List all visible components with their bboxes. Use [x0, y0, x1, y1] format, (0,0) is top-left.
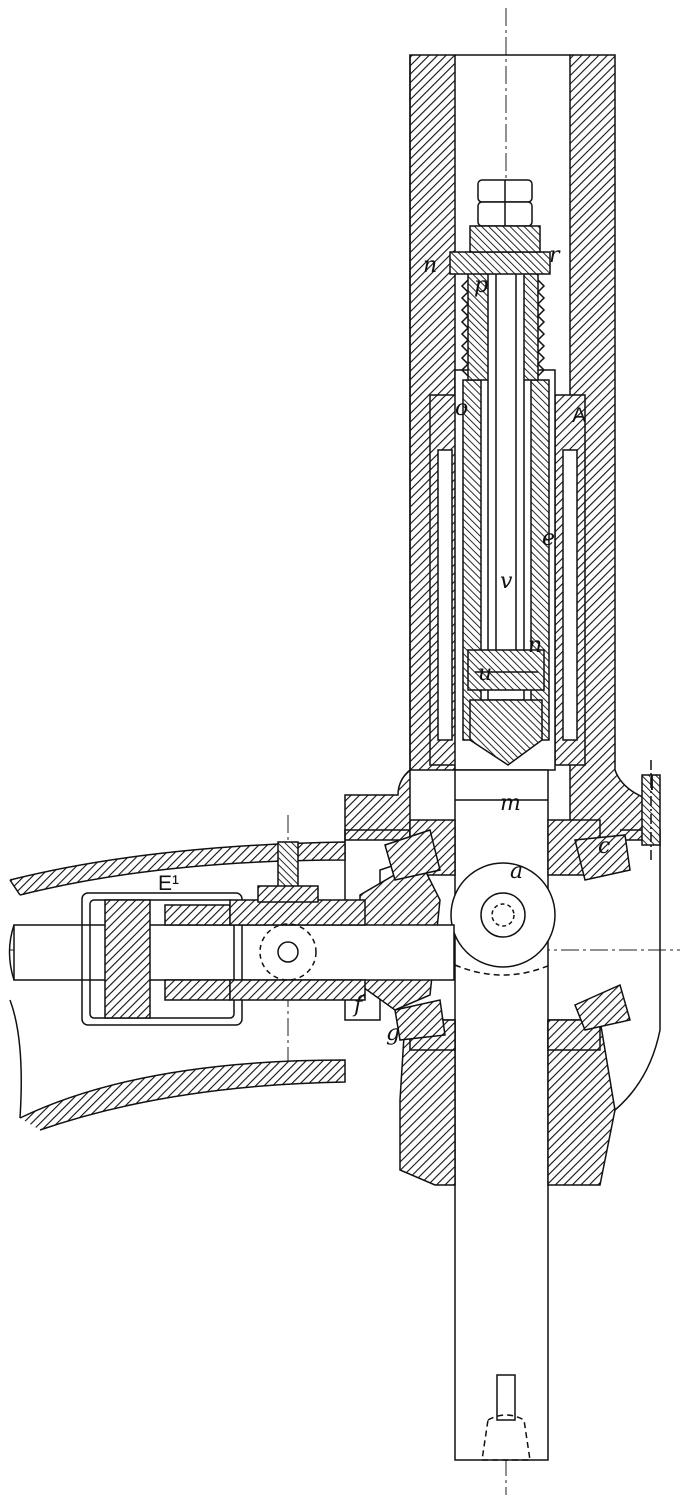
label-I: I — [649, 772, 655, 795]
hub-housing — [344, 760, 661, 1186]
label-m: m — [500, 791, 521, 816]
label-c: c — [598, 834, 610, 859]
label-r: r — [549, 243, 561, 268]
label-n-top: n — [423, 253, 437, 278]
label-g: g — [386, 1021, 400, 1046]
label-o: o — [455, 396, 468, 421]
label-E1: E¹ — [158, 872, 179, 895]
horizontal-arm — [8, 841, 455, 1131]
label-u: u — [478, 661, 492, 686]
label-v: v — [500, 569, 513, 594]
label-n-low: n — [528, 633, 542, 658]
label-p: p — [474, 273, 488, 298]
label-A: A — [572, 404, 586, 427]
spindle-sleeve — [449, 179, 556, 771]
label-e: e — [542, 526, 555, 551]
label-a: a — [510, 859, 523, 884]
figure-labels: n r p o A e v n u m I a c E¹ f g — [158, 243, 655, 1046]
